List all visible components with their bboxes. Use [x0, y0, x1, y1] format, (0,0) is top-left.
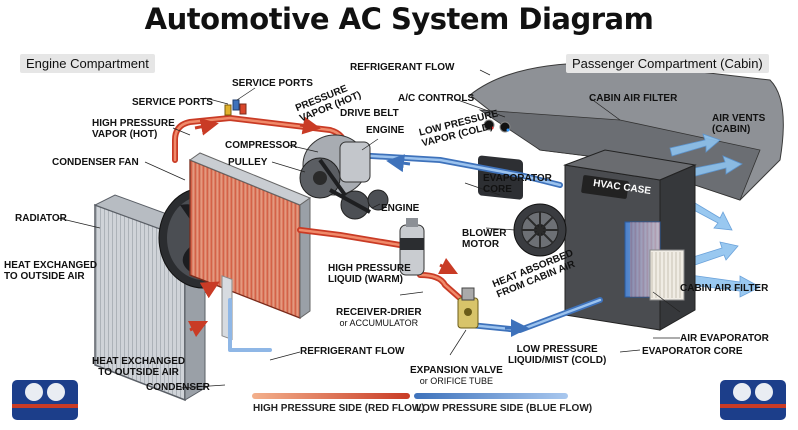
legend-low-bar	[414, 393, 568, 399]
label-air-vents: AIR VENTS (CABIN)	[712, 113, 766, 135]
legend-low-pressure: LOW PRESSURE SIDE (BLUE FLOW)	[416, 403, 593, 414]
label-expansion-valve-sub: or ORIFICE TUBE	[419, 376, 494, 386]
label-condenser: CONDENSER	[146, 382, 210, 393]
label-pulley: PULLEY	[228, 157, 268, 168]
label-high-pressure-vapor: HIGH PRESSURE VAPOR (HOT)	[92, 118, 175, 140]
condenser	[188, 152, 312, 341]
compressor	[299, 134, 371, 199]
label-blower-motor: BLOWER MOTOR	[462, 228, 507, 250]
label-radiator: RADIATOR	[15, 213, 67, 224]
label-cabin-air-filter-right: CABIN AIR FILTER	[680, 283, 769, 294]
label-engine-mid: ENGINE	[381, 203, 420, 214]
label-evaporator-core-bottom: EVAPORATOR CORE	[642, 346, 743, 357]
section-engine-compartment: Engine Compartment	[20, 54, 155, 73]
legend-high-pressure: HIGH PRESSURE SIDE (RED FLOW)	[253, 403, 425, 414]
label-refrigerant-flow-bottom: REFRIGERANT FLOW	[300, 346, 405, 357]
label-receiver-drier-title: RECEIVER-DRIER	[336, 307, 422, 318]
receiver-drier	[399, 218, 425, 276]
label-high-pressure-liquid: HIGH PRESSURE LIQUID (WARM)	[328, 263, 411, 285]
cabin-airflow-arrows	[669, 133, 761, 298]
label-evaporator-core-mid: EVAPORATOR CORE	[483, 173, 552, 195]
logo-right-art	[720, 380, 786, 420]
expansion-valve	[457, 287, 479, 329]
label-service-ports-left: SERVICE PORTS	[132, 97, 213, 108]
label-heat-exchanged-2: HEAT EXCHANGED TO OUTSIDE AIR	[92, 356, 186, 378]
section-passenger-compartment: Passenger Compartment (Cabin)	[566, 54, 769, 73]
logo-left-art	[12, 380, 78, 420]
label-compressor: COMPRESSOR	[225, 140, 298, 151]
flow-arrows	[187, 116, 529, 338]
label-drive-belt: DRIVE BELT	[340, 108, 399, 119]
legend-high-bar	[252, 393, 410, 399]
label-condenser-fan: CONDENSER FAN	[52, 157, 139, 168]
cabin-air-filter	[649, 249, 685, 301]
page-title: Automotive AC System Diagram	[144, 2, 654, 36]
label-cabin-air-filter-top: CABIN AIR FILTER	[589, 93, 678, 104]
label-refrigerant-flow-top: REFRIGERANT FLOW	[350, 62, 455, 73]
label-expansion-valve: EXPANSION VALVE or ORIFICE TUBE	[410, 354, 503, 398]
label-air-evaporator: AIR EVAPORATOR	[680, 333, 769, 344]
legend	[252, 393, 568, 399]
label-receiver-drier-sub: or ACCUMULATOR	[339, 318, 419, 328]
label-low-pressure-liquid: LOW PRESSURE LIQUID/MIST (COLD)	[508, 344, 607, 366]
label-ac-controls: A/C CONTROLS	[398, 93, 475, 104]
label-receiver-drier: RECEIVER-DRIER or ACCUMULATOR	[336, 296, 422, 340]
service-port-valves	[224, 99, 247, 116]
label-service-ports-top: SERVICE PORTS	[232, 78, 313, 89]
logo-left	[10, 378, 90, 428]
logo-right	[718, 378, 798, 428]
label-engine-top: ENGINE	[366, 125, 405, 136]
leader-lines	[57, 69, 681, 389]
label-heat-exchanged-1: HEAT EXCHANGED TO OUTSIDE AIR	[4, 260, 98, 282]
label-expansion-valve-title: EXPANSION VALVE	[410, 365, 503, 376]
blower-motor	[513, 203, 567, 257]
engine-belt	[318, 158, 389, 220]
